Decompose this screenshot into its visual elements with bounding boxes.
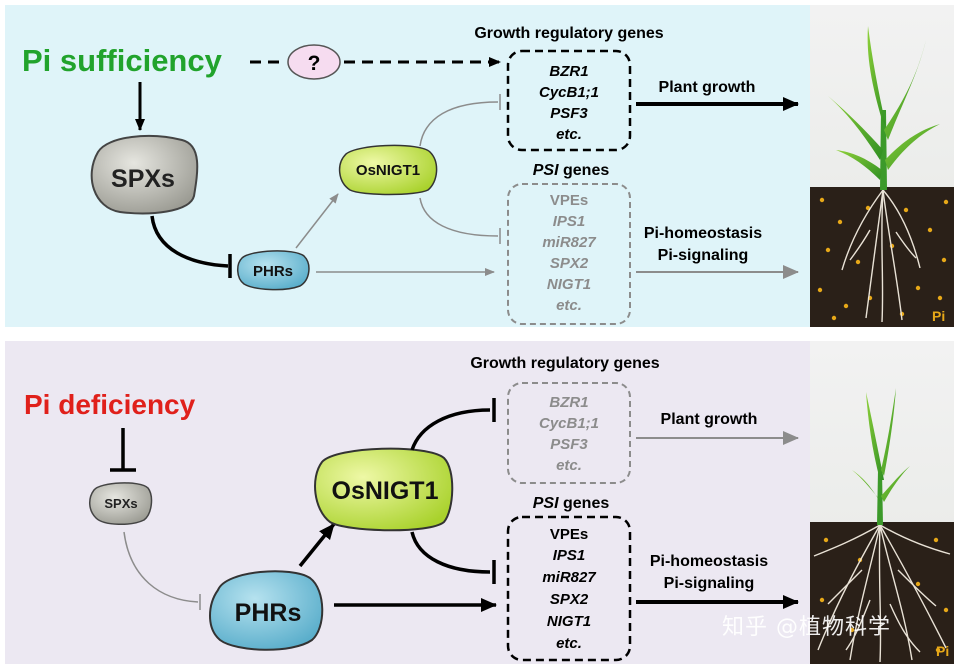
psi-genes-list: VPEs IPS1 miR827 SPX2 NIGT1 etc.	[542, 192, 596, 314]
psi-genes-list: VPEs IPS1 miR827 SPX2 NIGT1 etc.	[542, 526, 596, 652]
outcome-pi-label-2: Pi-signaling	[664, 575, 755, 592]
outcome-growth-label: Plant growth	[661, 411, 758, 428]
bottom-panel: Pi deficiency SPXs PHRs OsNIGT1 Growth r…	[5, 341, 954, 664]
spxs-node	[89, 482, 153, 525]
gene-label: PSF3	[550, 436, 588, 453]
gene-label: CycB1;1	[539, 415, 599, 432]
gene-label: etc.	[556, 457, 582, 474]
gene-label: BZR1	[549, 63, 588, 80]
gene-label: NIGT1	[547, 613, 591, 630]
osnigt1-node	[338, 144, 438, 196]
psi-genes-box	[507, 183, 631, 325]
osnigt1-inhibits-growth	[419, 101, 499, 147]
outcome-pi-label-2: Pi-signaling	[658, 247, 749, 264]
growth-genes-list: BZR1 CycB1;1 PSF3 etc.	[539, 394, 599, 474]
gene-label: miR827	[542, 569, 596, 586]
condition-label: Pi deficiency	[24, 389, 196, 420]
condition-label: Pi sufficiency	[22, 43, 223, 78]
gene-label: SPX2	[550, 255, 589, 272]
arrow-phrs-to-osnigt1	[295, 193, 339, 249]
plant-image-sufficiency: Pi	[810, 5, 954, 327]
gene-label: etc.	[556, 635, 582, 652]
gene-label: IPS1	[553, 213, 586, 230]
gene-label: IPS1	[553, 547, 586, 564]
spxs-inhibits-phrs	[123, 531, 199, 603]
psi-genes-title: PSI genes	[533, 162, 610, 179]
phrs-label: PHRs	[253, 263, 293, 280]
phrs-node	[209, 570, 324, 651]
gene-label: miR827	[542, 234, 596, 251]
osnigt1-inhibits-psi	[419, 197, 499, 237]
unknown-factor-label: ?	[308, 52, 321, 75]
phrs-label: PHRs	[235, 599, 302, 627]
growth-genes-list: BZR1 CycB1;1 PSF3 etc.	[539, 63, 599, 143]
phrs-node	[237, 250, 310, 291]
spxs-node	[90, 135, 199, 215]
gene-label: PSF3	[550, 105, 588, 122]
spxs-inhibits-phrs	[150, 215, 229, 268]
plant-pi-label: Pi	[936, 643, 949, 659]
growth-genes-box	[507, 382, 631, 484]
gene-label: etc.	[556, 126, 582, 143]
gene-label: VPEs	[550, 526, 588, 543]
watermark: 知乎 @植物科学	[722, 615, 891, 640]
gene-label: etc.	[556, 297, 582, 314]
outcome-growth-label: Plant growth	[659, 79, 756, 96]
spxs-label: SPXs	[111, 165, 175, 193]
osnigt1-inhibits-psi	[410, 531, 491, 574]
osnigt1-inhibits-growth	[410, 408, 491, 451]
growth-genes-title: Growth regulatory genes	[470, 355, 659, 372]
gene-label: NIGT1	[547, 276, 591, 293]
plant-pi-label: Pi	[932, 308, 945, 324]
top-panel: Pi sufficiency ? SPXs PHRs OsNIGT1 Growt…	[5, 5, 954, 327]
osnigt1-label: OsNIGT1	[332, 477, 439, 505]
gene-label: SPX2	[550, 591, 589, 608]
spxs-label: SPXs	[104, 496, 137, 511]
gene-label: BZR1	[549, 394, 588, 411]
gene-label: VPEs	[550, 192, 588, 209]
arrow-phrs-to-osnigt1	[298, 522, 336, 568]
osnigt1-node	[314, 447, 454, 532]
growth-genes-box	[506, 49, 632, 152]
growth-genes-title: Growth regulatory genes	[474, 25, 663, 42]
gene-label: CycB1;1	[539, 84, 599, 101]
outcome-pi-label-1: Pi-homeostasis	[650, 553, 768, 570]
psi-genes-box	[506, 515, 632, 662]
plant-image-deficiency: Pi	[810, 341, 954, 664]
osnigt1-label: OsNIGT1	[356, 162, 420, 179]
psi-genes-title: PSI genes	[533, 495, 610, 512]
unknown-factor-bubble	[287, 44, 341, 80]
outcome-pi-label-1: Pi-homeostasis	[644, 225, 762, 242]
